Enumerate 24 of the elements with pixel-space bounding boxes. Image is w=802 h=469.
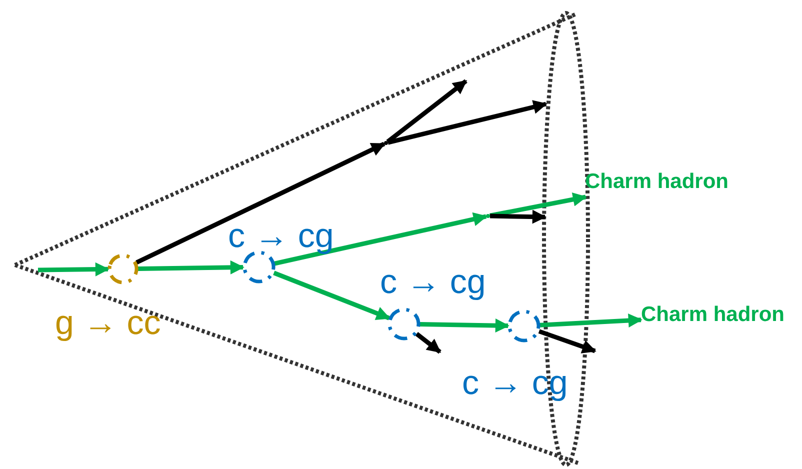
splitting-label: c → cg — [228, 219, 334, 253]
arrow — [387, 100, 548, 145]
arrow — [38, 262, 110, 276]
arrow — [415, 332, 442, 354]
splitting-label: c → cg — [462, 366, 568, 400]
arrow — [538, 329, 596, 354]
splitting-label: g → cc — [55, 306, 161, 340]
particle-label: Charm hadron — [585, 169, 729, 194]
arrow — [420, 318, 510, 333]
vertex-circle — [388, 308, 420, 340]
arrow — [136, 142, 386, 265]
splitting-label: c → cg — [380, 265, 486, 299]
vertex-circle — [508, 310, 540, 342]
vertex-point — [384, 141, 388, 145]
arrow — [273, 270, 390, 320]
vertex-point — [486, 214, 490, 218]
arrow — [138, 260, 244, 274]
particle-label: Charm hadron — [641, 302, 785, 328]
vertex-circle — [243, 251, 275, 283]
arrow — [540, 314, 642, 328]
arrow — [386, 79, 468, 144]
arrow — [274, 212, 488, 266]
vertex-circle — [108, 254, 138, 284]
arrow — [490, 210, 546, 224]
